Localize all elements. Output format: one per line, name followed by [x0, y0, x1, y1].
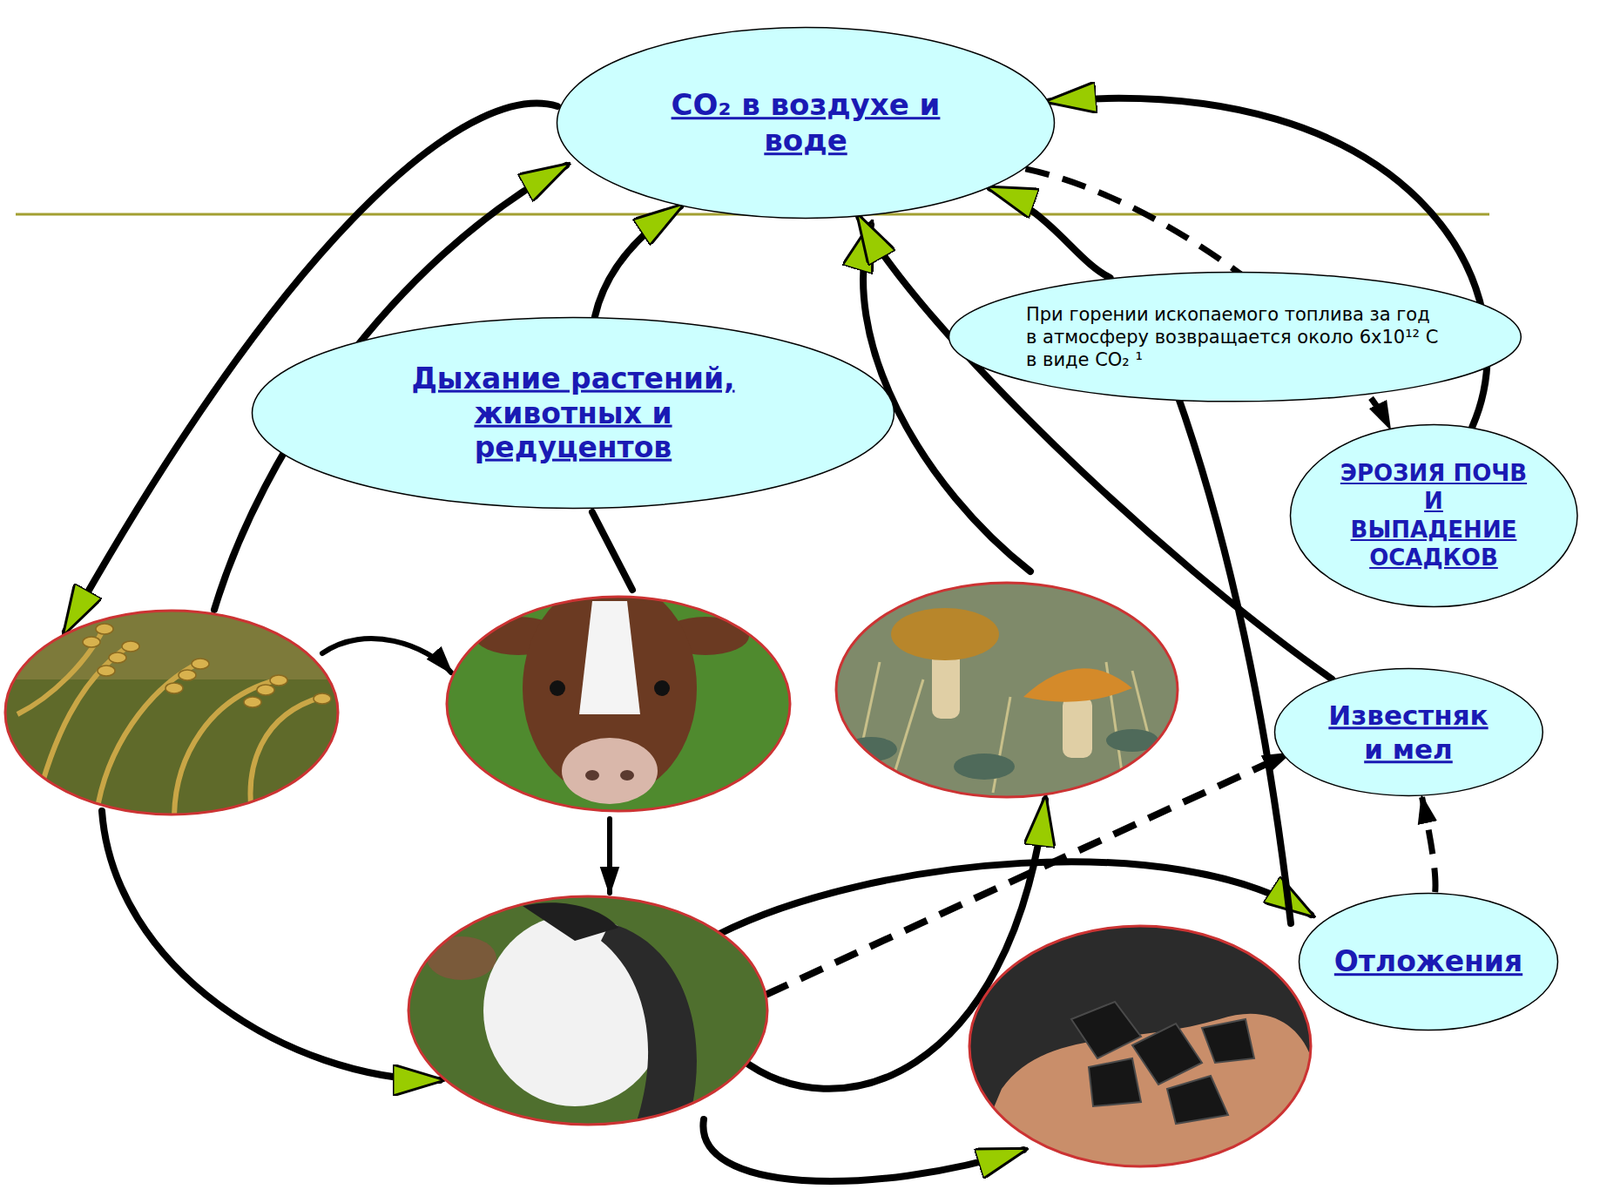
- photo-frame: [5, 610, 338, 815]
- dead-bird-photo: [400, 892, 776, 1128]
- sediment-ellipse: Отложения: [1297, 891, 1560, 1032]
- sediment-arrow: [719, 861, 1311, 934]
- cycle-connector: [594, 206, 681, 317]
- respiration-ellipse: Дыхание растений, животных и редуцентов: [250, 316, 896, 510]
- food-chain-arrow: [322, 638, 452, 673]
- note-ellipse: При горении ископаемого топлива за год в…: [947, 270, 1523, 403]
- mushrooms-photo: [827, 579, 1194, 806]
- node-title: CO₂ в воздухе и воде: [640, 87, 972, 159]
- node-title: Дыхание растений, животных и редуцентов: [377, 361, 770, 466]
- combustion-line: [1175, 390, 1291, 924]
- ellipse-shape: [1299, 893, 1559, 1031]
- ellipse-outline: [1273, 667, 1545, 797]
- node-note: При горении ископаемого топлива за год в…: [1026, 303, 1445, 372]
- ellipse-shape: [557, 27, 1055, 219]
- atmosphere-ellipse: CO₂ в воздухе и воде: [555, 26, 1056, 220]
- ellipse-shape: [252, 317, 895, 509]
- coal-photo: [966, 923, 1316, 1176]
- ellipse-shape: [949, 272, 1522, 402]
- node-title: ЭРОЗИЯ ПОЧВ И ВЫПАДЕНИЕ ОСАДКОВ: [1339, 459, 1527, 573]
- node-title: Известняк и мел: [1314, 698, 1502, 767]
- photo-frame: [969, 925, 1311, 1167]
- erosion-ellipse: ЭРОЗИЯ ПОЧВ И ВЫПАДЕНИЕ ОСАДКОВ: [1289, 423, 1580, 608]
- ellipse-shape: [1289, 424, 1578, 607]
- cycle-connector: [990, 188, 1111, 278]
- node-title: Отложения: [1334, 944, 1523, 979]
- photo-frame: [408, 896, 768, 1125]
- photo-frame: [836, 582, 1178, 797]
- cycle-connector: [1422, 796, 1436, 892]
- photo-frame: [446, 596, 790, 811]
- plant-death-arrow: [101, 810, 440, 1081]
- ellipse-outline: [1289, 423, 1580, 608]
- fossil-fuel-arrow: [702, 1119, 1024, 1182]
- ellipse-shape: [1274, 668, 1543, 797]
- animal-respiration-line: [592, 512, 633, 590]
- limestone-ellipse: Известняк и мел: [1273, 667, 1545, 797]
- cow-photo: [435, 579, 802, 819]
- animal-death-arrow: [607, 818, 613, 893]
- plants-photo: [0, 600, 349, 828]
